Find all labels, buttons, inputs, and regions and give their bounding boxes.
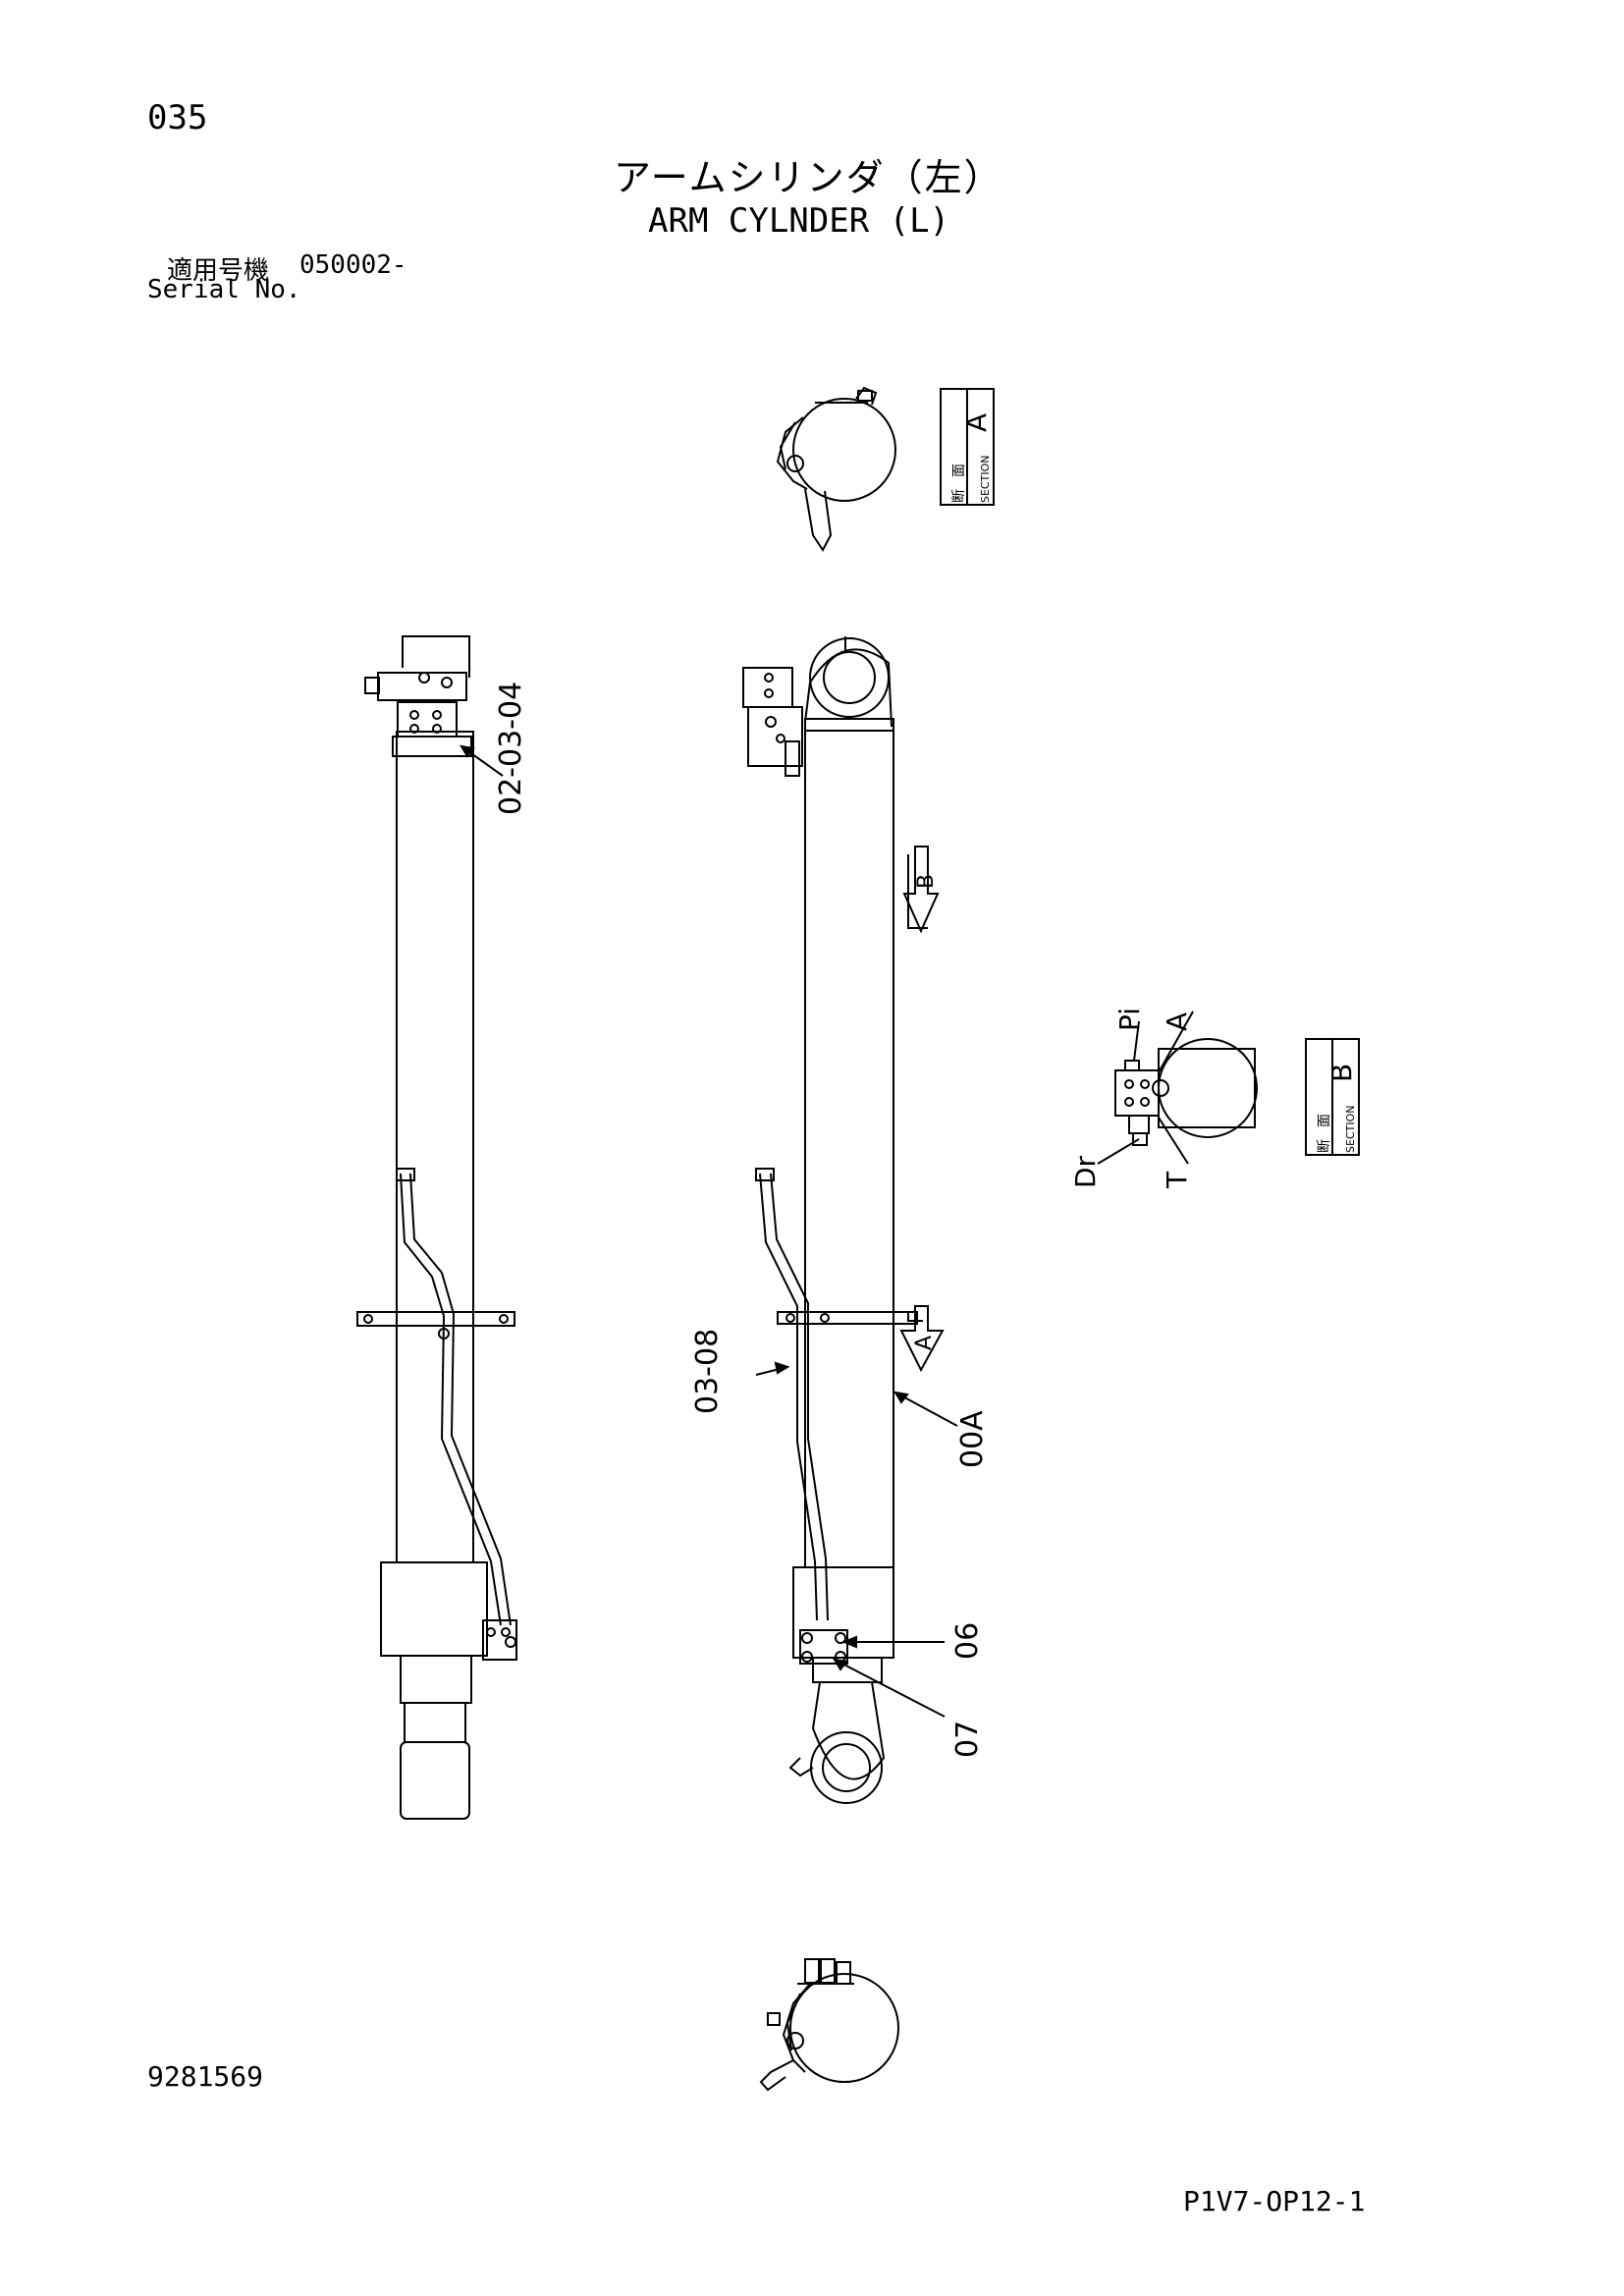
section-a-letter: A [960, 413, 993, 432]
callout-02-03-04-label: 02-03-04 [494, 682, 528, 815]
section-a-en: SECTION [979, 456, 992, 503]
callout-02-03-04: 02-03-04 [460, 682, 528, 815]
section-b-jp-top: 断 [1317, 1139, 1332, 1153]
section-b-en: SECTION [1344, 1106, 1357, 1153]
port-label-t: T [1161, 1171, 1193, 1189]
serial-number-value: 050002- [299, 250, 407, 280]
callout-06-label: 06 [950, 1622, 985, 1660]
callout-07-label: 07 [950, 1721, 985, 1758]
view-arrow-a-label: A [912, 1336, 937, 1350]
port-label-a: A [1161, 1012, 1193, 1031]
port-label-pi: Pi [1113, 1008, 1146, 1031]
callout-07: 07 [833, 1658, 985, 1758]
callout-00a: 00A [893, 1391, 990, 1468]
title-english: ARM CYLNDER (L) [648, 201, 950, 241]
section-b-jp-bottom: 面 [1317, 1114, 1332, 1127]
rod-end-clamp-detail [759, 1958, 899, 2092]
drawing-number: 9281569 [147, 2060, 264, 2093]
section-a-jp-top: 断 [951, 489, 967, 503]
page-number: 035 [147, 98, 208, 137]
title-japanese: アームシリンダ（左） [614, 156, 1003, 199]
left-cylinder-view [356, 635, 517, 1820]
section-box-a: A 断 面 SECTION [940, 388, 995, 506]
section-a-detail [776, 386, 896, 552]
serial-label-english: Serial No. [147, 275, 301, 304]
serial-label-japanese: 適用号機 [167, 256, 270, 286]
callout-03-08-label: 03-08 [690, 1329, 725, 1414]
callout-03-08: 03-08 [690, 1329, 790, 1414]
section-b-letter: B [1326, 1064, 1358, 1082]
view-arrow-a: A [899, 1305, 945, 1373]
right-cylinder-view [742, 636, 918, 1804]
port-label-dr: Dr [1069, 1155, 1102, 1188]
callout-00a-label: 00A [955, 1410, 990, 1468]
section-a-jp-bottom: 面 [951, 464, 967, 477]
section-box-b: B 断 面 SECTION [1305, 1038, 1360, 1156]
view-arrow-b-label: B [914, 874, 939, 889]
section-b-detail: Pi A Dr T [1069, 1008, 1258, 1189]
page-code: P1V7-OP12-1 [1183, 2185, 1366, 2217]
callout-06: 06 [841, 1622, 985, 1660]
view-arrow-b: B [902, 846, 940, 934]
